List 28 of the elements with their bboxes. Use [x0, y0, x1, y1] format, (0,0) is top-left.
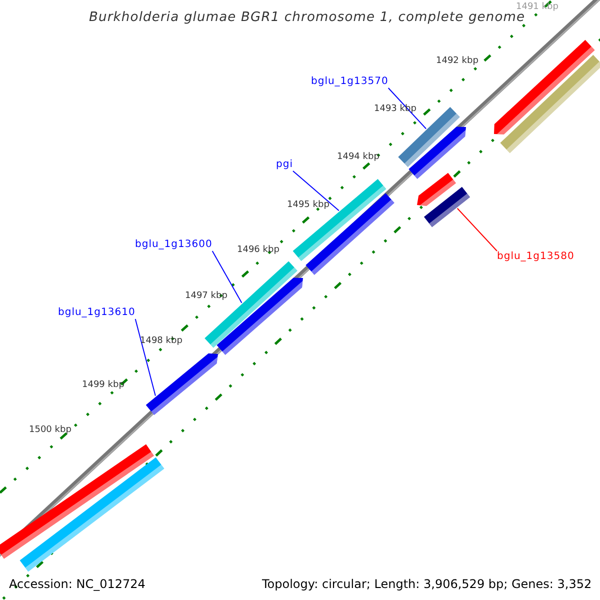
- gene-feature-bar: [417, 172, 456, 206]
- gene-feature-bar: [424, 186, 470, 228]
- gene-label: bglu_1g13600: [135, 239, 212, 251]
- gene-feature-bar: [20, 457, 164, 572]
- scale-label: 1496 kbp: [237, 245, 280, 256]
- info-text: Topology: circular; Length: 3,906,529 bp; Genes: 3,352: [262, 577, 592, 592]
- scale-label: 1500 kbp: [29, 425, 72, 436]
- gene-label: pgi: [276, 159, 293, 171]
- gene-feature-bar: [500, 54, 600, 154]
- scale-label: 1494 kbp: [337, 152, 380, 164]
- leader-line: [212, 250, 242, 304]
- gene-feature-bar: [494, 40, 595, 134]
- leader-line: [456, 208, 498, 252]
- scale-label: 1498 kbp: [140, 336, 182, 348]
- leader-line: [134, 318, 156, 396]
- gene-label: bglu_1g13570: [311, 76, 388, 88]
- info-text: Accession: NC_012724: [9, 577, 146, 592]
- gene-label: bglu_1g13580: [497, 251, 574, 263]
- gene-feature-bar: [146, 353, 218, 416]
- leader-line: [388, 88, 427, 130]
- scale-label: 1499 kbp: [82, 380, 124, 392]
- gene-feature-bar: [408, 126, 466, 179]
- scale-label: 1495 kbp: [287, 200, 330, 212]
- gene-feature-bar: [0, 444, 154, 559]
- scale-label: 1492 kbp: [436, 56, 478, 68]
- scale-label: 1497 kbp: [185, 291, 228, 302]
- gene-label: bglu_1g13610: [58, 307, 136, 319]
- leader-line: [292, 170, 340, 212]
